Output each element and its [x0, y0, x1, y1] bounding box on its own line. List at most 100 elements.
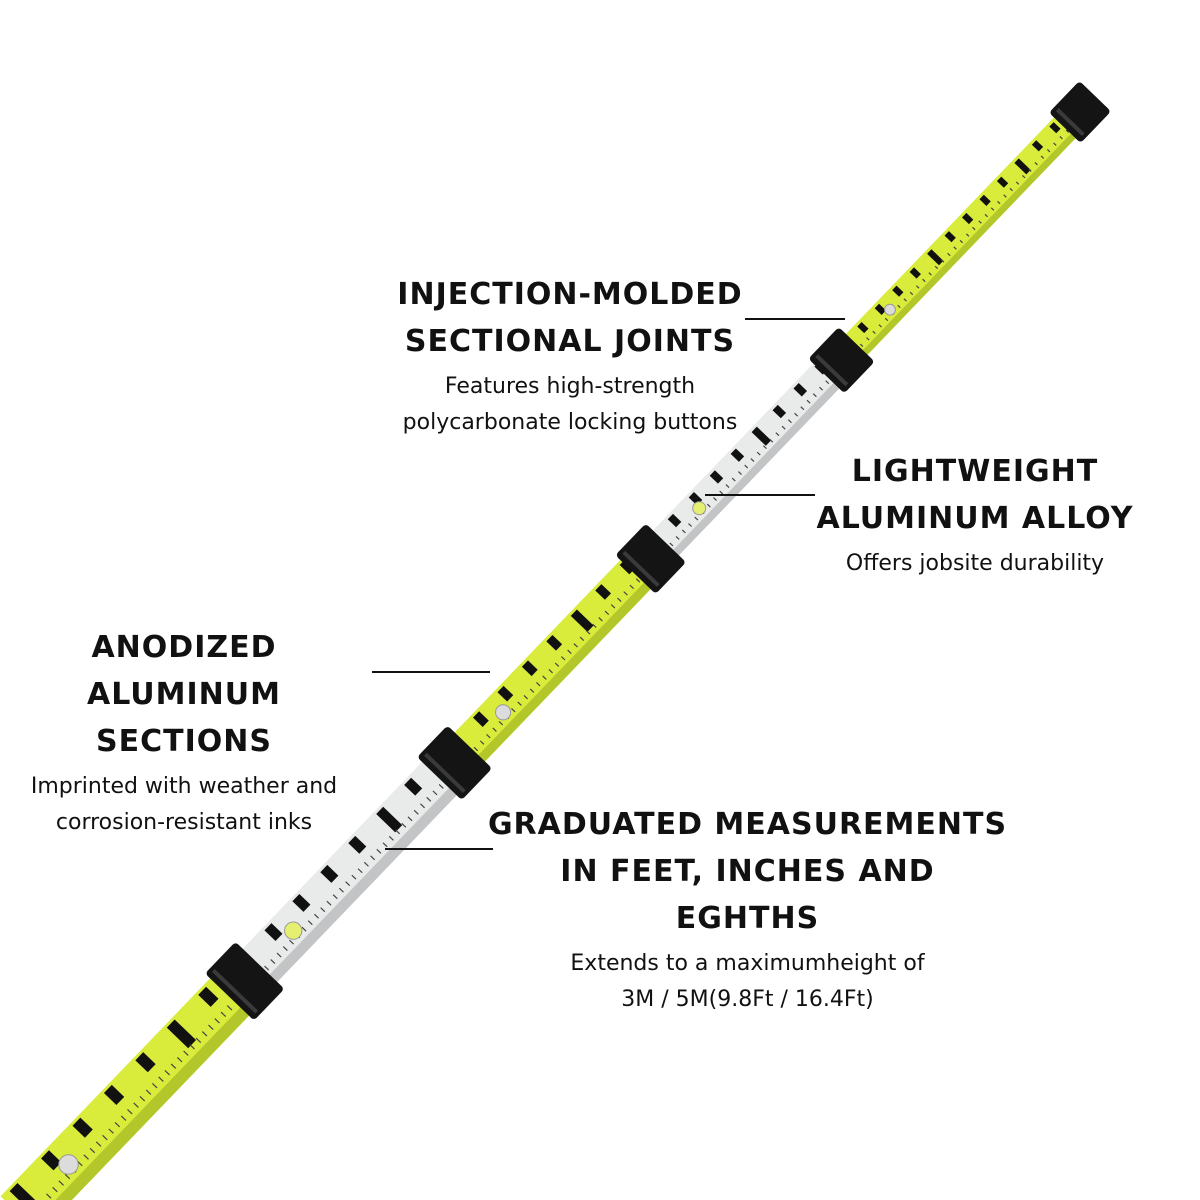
graduation-tick — [629, 584, 635, 590]
graduation-mark — [472, 711, 489, 727]
graduation-tick — [762, 445, 767, 450]
graduation-tick — [133, 1102, 139, 1108]
graduation-tick — [345, 881, 351, 887]
graduation-tick — [264, 965, 270, 971]
graduation-tick — [548, 669, 553, 674]
graduation-tick — [554, 662, 560, 667]
graduation-tick — [102, 1134, 108, 1141]
graduation-mark — [996, 176, 1009, 188]
graduation-tick — [978, 220, 982, 224]
anodized-title-line1: ANODIZED — [91, 630, 277, 665]
anodized-title-line2: ALUMINUM SECTIONS — [87, 677, 281, 759]
graduation-mark — [72, 1117, 93, 1138]
graduation-tick — [189, 1044, 195, 1050]
graduation-tick — [120, 1115, 127, 1121]
graduation-tick — [560, 656, 566, 661]
graduation-tick — [407, 816, 413, 822]
graduation-mark — [962, 212, 974, 225]
graduation-mark — [348, 835, 367, 854]
graduation-tick — [794, 412, 799, 417]
graduation-tick — [965, 233, 970, 237]
graduation-mark — [857, 321, 869, 334]
rod-section-shade — [657, 367, 855, 572]
graduation-tick — [800, 406, 805, 411]
graduation-mark — [166, 1019, 197, 1049]
graduation-mark — [874, 303, 886, 315]
graduation-tick — [598, 617, 603, 622]
sectional-joint — [616, 525, 685, 593]
joint-highlight — [424, 752, 466, 794]
graduation-tick — [959, 239, 964, 244]
graduation-tick — [351, 874, 357, 880]
anodized-desc-line2: corrosion-resistant inks — [55, 810, 313, 835]
graduation-mark — [909, 267, 921, 279]
graduation-tick — [195, 1037, 202, 1043]
rod-assembly — [0, 82, 1110, 1200]
graduation-mark — [793, 383, 808, 397]
graduation-tick — [1009, 187, 1013, 192]
graduation-tick — [909, 291, 914, 296]
graduation-tick — [426, 796, 432, 802]
graduation-tick — [713, 497, 718, 501]
graduation-tick — [52, 1186, 58, 1193]
graduation-tick — [1015, 181, 1020, 185]
graduation-mark — [497, 685, 514, 702]
locking-button — [495, 704, 512, 721]
graduation-tick — [401, 822, 407, 828]
graduation-tick — [812, 393, 817, 398]
graduation-tick — [145, 1089, 152, 1095]
graduation-tick — [420, 803, 426, 809]
graduation-tick — [903, 298, 907, 302]
graduation-tick — [592, 623, 597, 628]
anodized-leader-line — [372, 671, 490, 673]
graduation-tick — [610, 604, 616, 609]
graduation-mark — [292, 893, 311, 912]
graduated-desc-line1: Extends to a maximumheight of — [570, 951, 925, 976]
alloy-title-line1: LIGHTWEIGHT — [851, 454, 1099, 489]
joints-desc-line2: polycarbonate locking buttons — [402, 410, 738, 435]
rod-section — [439, 544, 666, 778]
graduation-tick — [1046, 148, 1051, 153]
graduation-tick — [89, 1147, 96, 1154]
graduation-mark — [570, 609, 594, 632]
graduation-tick — [276, 952, 282, 958]
graduation-tick — [731, 477, 736, 482]
graduation-mark — [892, 285, 904, 297]
graduation-tick — [604, 610, 610, 616]
graduation-tick — [511, 707, 516, 713]
graduation-tick — [376, 848, 382, 854]
graduation-mark — [9, 1182, 39, 1200]
graduation-tick — [536, 682, 541, 687]
graduation-tick — [326, 900, 332, 906]
graduation-tick — [438, 783, 444, 789]
graduation-tick — [787, 419, 792, 424]
graduation-tick — [370, 855, 376, 861]
graduation-tick — [866, 337, 870, 341]
graduation-tick — [108, 1128, 114, 1134]
graduated-title-line1: GRADUATED MEASUREMENTS — [487, 807, 1008, 842]
graduation-tick — [492, 727, 497, 732]
graduation-tick — [151, 1083, 158, 1089]
joint-highlight — [622, 550, 660, 587]
rod-section-shade — [463, 566, 666, 778]
graduation-tick — [984, 213, 989, 218]
graduation-tick — [990, 207, 995, 211]
sectional-joint — [418, 727, 491, 799]
callout-lightweight-alloy: LIGHTWEIGHT ALUMINUM ALLOY Offers jobsit… — [805, 448, 1145, 582]
graduation-tick — [214, 1018, 220, 1024]
graduation-tick — [872, 330, 876, 335]
graduation-tick — [473, 746, 479, 752]
graduation-tick — [675, 536, 680, 540]
graduation-tick — [413, 809, 419, 815]
alloy-desc-line1: Offers jobsite durability — [845, 551, 1105, 576]
graduation-tick — [781, 425, 786, 430]
graduation-tick — [164, 1070, 170, 1076]
graduation-tick — [1059, 136, 1063, 140]
graduation-mark — [927, 249, 944, 266]
graduation-tick — [934, 265, 939, 270]
callout-anodized-sections: ANODIZED ALUMINUM SECTIONS Imprinted wit… — [0, 624, 368, 841]
graduation-tick — [498, 720, 504, 726]
graduation-tick — [357, 868, 363, 874]
graduation-mark — [376, 806, 403, 833]
